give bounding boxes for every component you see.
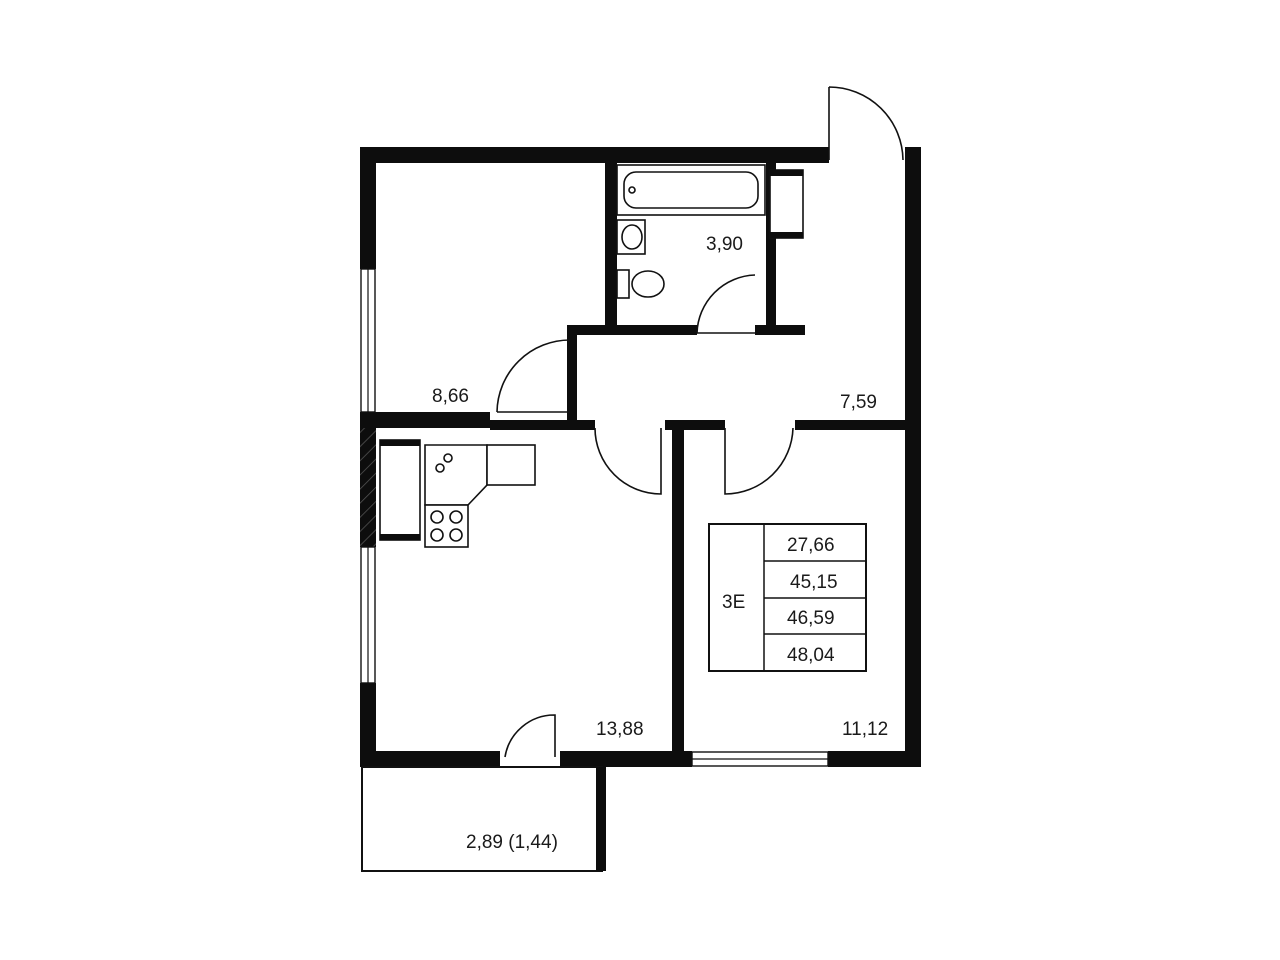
kitchen-sink-icon	[424, 444, 488, 506]
exterior-walls	[360, 147, 921, 767]
bathtub	[616, 164, 766, 216]
wardrobe-kitchen-niche	[379, 439, 421, 541]
room-area-bedroom-top: 8,66	[432, 386, 469, 407]
area-total-with-balcony-reduced: 46,59	[787, 608, 835, 629]
toilet-icon	[616, 269, 665, 299]
room-area-bathroom: 3,90	[706, 234, 743, 255]
room-area-bedroom-right: 11,12	[842, 719, 888, 740]
area-living: 27,66	[787, 535, 835, 556]
doors	[496, 86, 904, 758]
area-total: 45,15	[790, 572, 838, 593]
room-area-hallway: 7,59	[840, 392, 877, 413]
washing-machine-icon	[769, 169, 804, 239]
counter-icon	[486, 444, 536, 486]
area-summary-table: 3E 27,66 45,15 46,59 48,04	[708, 523, 867, 672]
room-area-balcony: 2,89 (1,44)	[466, 832, 558, 853]
room-area-kitchen-living: 13,88	[596, 719, 644, 740]
stove-icon	[424, 504, 469, 548]
apartment-type: 3E	[722, 592, 745, 613]
area-total-with-balcony: 48,04	[787, 645, 835, 666]
interior-walls	[361, 163, 910, 872]
sink-icon	[616, 219, 646, 255]
